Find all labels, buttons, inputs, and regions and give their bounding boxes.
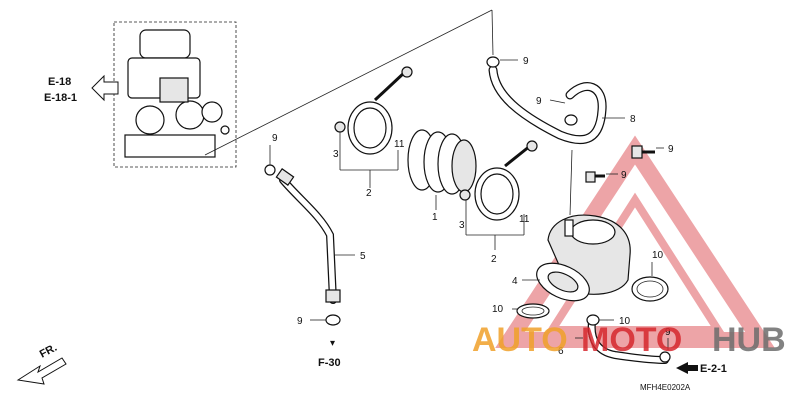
carburetor-assembly xyxy=(113,21,237,168)
clamp-2-lower xyxy=(459,140,538,221)
ref-e2-1: E-2-1 xyxy=(700,363,727,375)
label-9-d: 9 xyxy=(536,96,542,107)
label-3-b: 3 xyxy=(459,220,465,231)
label-9-e: 10 xyxy=(619,316,631,327)
hose-6 xyxy=(586,314,671,364)
ref-f30-pointer: ▾ xyxy=(330,338,335,349)
label-10-a: 10 xyxy=(492,304,504,315)
bolt-8-lower xyxy=(585,171,605,183)
watermark-moto: MOTO xyxy=(581,321,682,359)
label-9-f: 9 xyxy=(665,327,671,338)
ref-e18-1: E-18-1 xyxy=(44,92,77,104)
diagram-code: MFH4E0202A xyxy=(640,383,691,392)
label-11-a: 11 xyxy=(394,139,405,150)
label-7: 8 xyxy=(630,114,636,125)
watermark-auto: AUTO xyxy=(472,321,568,359)
label-2-b: 2 xyxy=(491,254,497,265)
label-8-b: 9 xyxy=(621,170,627,181)
front-arrow-label: FR. xyxy=(38,342,59,361)
label-9-c: 9 xyxy=(523,56,529,67)
o-ring-10-left xyxy=(516,303,550,319)
label-11-b: 11 xyxy=(519,214,530,225)
label-9-a: 9 xyxy=(272,133,278,144)
watermark-hub: HUB xyxy=(712,321,786,359)
label-5: 5 xyxy=(360,251,366,262)
valve-body-4 xyxy=(536,214,631,302)
label-4: 4 xyxy=(512,276,518,287)
ref-e2-1-arrow xyxy=(676,362,698,374)
ref-e18: E-18 xyxy=(48,76,71,88)
ref-f30: F-30 xyxy=(318,357,341,369)
label-10-b: 10 xyxy=(652,250,664,261)
clamp-2-upper xyxy=(334,66,413,155)
label-1: 1 xyxy=(432,212,438,223)
label-9-b: 9 xyxy=(297,316,303,327)
label-2-a: 2 xyxy=(366,188,372,199)
hose-5 xyxy=(275,168,341,304)
label-6: 6 xyxy=(558,346,564,357)
label-3-a: 3 xyxy=(333,149,339,160)
hose-7 xyxy=(486,56,607,145)
label-8-a: 9 xyxy=(668,144,674,155)
watermark-text: AUTO MOTO HUB xyxy=(472,321,786,359)
bolt-8-upper xyxy=(631,145,655,159)
reference-arrow-left xyxy=(91,74,119,102)
front-arrow: FR. xyxy=(16,342,67,385)
intake-boot-1 xyxy=(407,129,477,195)
